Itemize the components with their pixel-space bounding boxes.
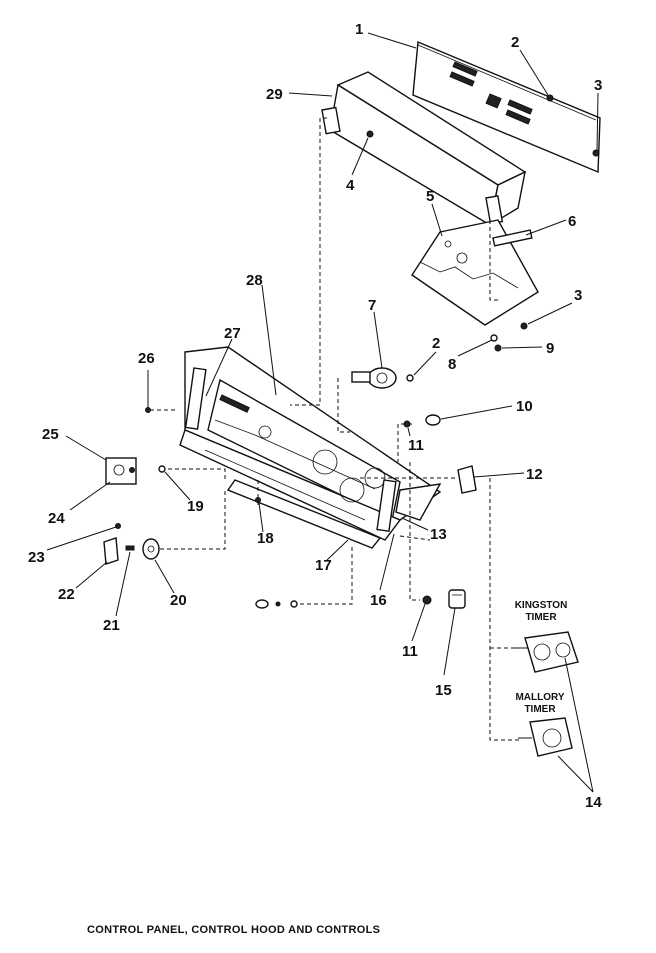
screw-part-23 — [115, 523, 121, 529]
push-nut-part-11b — [422, 595, 432, 605]
callout-11b: 11 — [402, 643, 418, 660]
callout-22: 22 — [58, 586, 75, 603]
callout-leaders — [46, 32, 599, 793]
callout-24: 24 — [48, 510, 65, 527]
mallory-timer-part — [518, 717, 573, 757]
washer-part-8 — [490, 334, 498, 342]
screw-part-3a — [592, 149, 600, 157]
washer-part-19 — [158, 465, 166, 473]
spring-part-21 — [125, 545, 135, 551]
control-hood-part — [321, 71, 527, 227]
callout-1: 1 — [355, 21, 363, 38]
callout-26: 26 — [138, 350, 155, 367]
callout-11a: 11 — [408, 437, 424, 454]
control-panel-part — [179, 346, 442, 541]
callout-13: 13 — [430, 526, 447, 543]
end-cap-part-16 — [376, 479, 397, 532]
callout-25: 25 — [42, 426, 59, 443]
switch-part-22 — [103, 537, 119, 565]
callout-20: 20 — [170, 592, 187, 609]
callout-18: 18 — [257, 530, 274, 547]
callout-12: 12 — [526, 466, 543, 483]
bracket-part-12 — [457, 465, 477, 494]
callout-6: 6 — [568, 213, 576, 230]
callout-15: 15 — [435, 682, 452, 699]
trim-strip-part-17 — [226, 479, 382, 549]
washer-part-2b — [406, 374, 414, 382]
hardware-set-part — [255, 599, 298, 609]
callout-10: 10 — [516, 398, 533, 415]
screw-part-2a — [546, 94, 554, 102]
callout-9: 9 — [546, 340, 554, 357]
callout-5: 5 — [426, 188, 434, 205]
selector-switch-part-7 — [351, 367, 397, 389]
callout-3a: 3 — [594, 77, 602, 94]
callout-4: 4 — [346, 177, 355, 194]
mallory-timer-label-line2: TIMER — [524, 704, 556, 715]
callout-3b: 3 — [574, 287, 582, 304]
bracket-part-13 — [395, 483, 442, 521]
screw-part-4 — [366, 130, 374, 138]
screw-part-9 — [494, 344, 502, 352]
end-cap-part-27 — [184, 367, 207, 430]
kingston-timer-label-line2: TIMER — [525, 612, 557, 623]
clip-part-6 — [492, 229, 533, 247]
callout-27: 27 — [224, 325, 241, 342]
mounting-bracket-part — [411, 219, 539, 326]
timer-labels: KINGSTON TIMER MALLORY TIMER — [515, 600, 568, 715]
callout-23: 23 — [28, 549, 45, 566]
knob-part-20 — [142, 538, 160, 560]
screw-part-3b — [520, 322, 528, 330]
kingston-timer-part — [512, 631, 579, 673]
callout-7: 7 — [368, 297, 376, 314]
kingston-timer-label-line1: KINGSTON — [515, 600, 568, 611]
callout-8: 8 — [448, 356, 456, 373]
callout-labels: 1 2 3 29 4 5 6 3 28 7 2 27 26 8 9 10 11 … — [28, 21, 602, 811]
callout-16: 16 — [370, 592, 387, 609]
callout-21: 21 — [103, 617, 120, 634]
callout-29: 29 — [266, 86, 283, 103]
nut-part-24 — [129, 467, 135, 473]
callout-2b: 2 — [432, 335, 440, 352]
assembly-guide-lines — [150, 117, 520, 741]
screw-part-26 — [145, 407, 151, 413]
callout-17: 17 — [315, 557, 332, 574]
knob-part-15 — [448, 589, 466, 609]
mallory-timer-label-line1: MALLORY — [515, 692, 564, 703]
callout-19: 19 — [187, 498, 204, 515]
diagram-caption: CONTROL PANEL, CONTROL HOOD AND CONTROLS — [87, 924, 380, 936]
callout-14: 14 — [585, 794, 602, 811]
knob-part-10 — [425, 414, 441, 426]
rear-panel-part — [412, 40, 601, 174]
callout-28: 28 — [246, 272, 263, 289]
callout-2a: 2 — [511, 34, 519, 51]
